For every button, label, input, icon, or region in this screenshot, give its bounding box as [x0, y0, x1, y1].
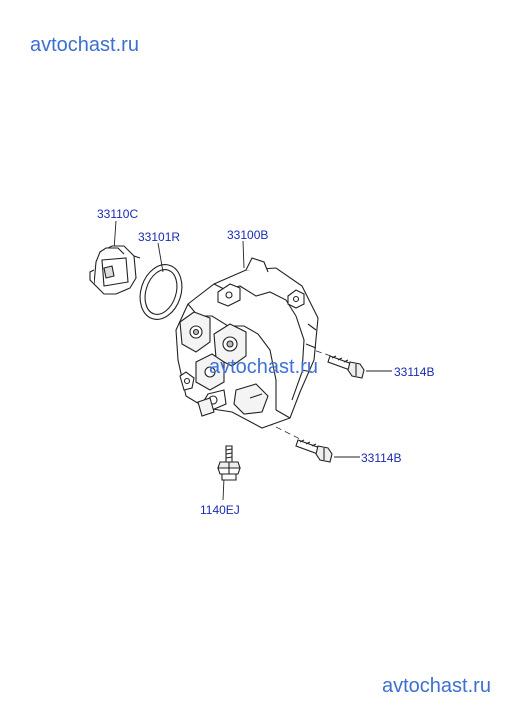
leader-line-1140ej	[222, 477, 225, 501]
callout-33101r[interactable]: 33101R	[138, 230, 181, 244]
callout-1140ej[interactable]: 1140EJ	[200, 503, 240, 517]
o-ring-33101r	[139, 264, 183, 320]
leader-line-33101r	[157, 242, 164, 273]
watermark-top: avtochast.ru	[30, 34, 139, 56]
callout-33114b-upper[interactable]: 33114B	[394, 365, 435, 379]
callout-33110c[interactable]: 33110C	[97, 207, 139, 221]
bolt-33114b-lower	[295, 439, 333, 463]
bolt-axis-lines	[257, 337, 335, 440]
leader-lines	[113, 220, 392, 501]
leader-line-33110c	[113, 220, 117, 251]
bolt-33114b-upper	[327, 355, 365, 379]
stud-1140ej	[217, 445, 241, 481]
pump-body-33100b	[175, 257, 319, 429]
cap-33110c	[89, 245, 141, 295]
leader-line-33100b	[242, 240, 245, 269]
callout-33114b-lower[interactable]: 33114B	[361, 451, 402, 465]
watermark-bottom: avtochast.ru	[382, 675, 491, 697]
lower-bolt-axis	[257, 417, 301, 440]
watermark-middle: avtochast.ru	[209, 356, 318, 378]
callout-33100b[interactable]: 33100B	[227, 228, 269, 242]
